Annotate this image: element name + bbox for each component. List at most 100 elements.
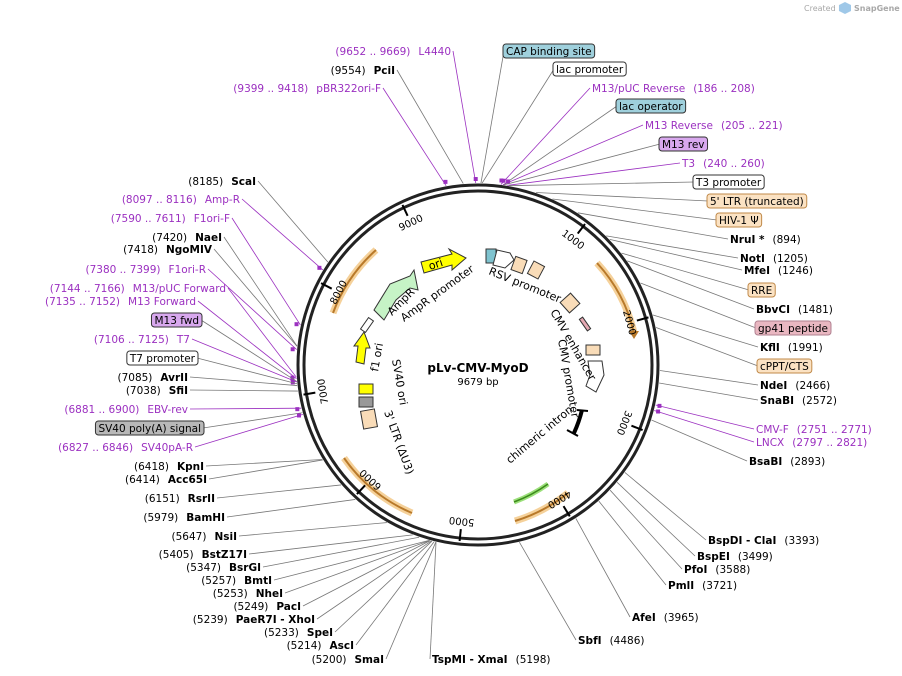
label-bsrgi[interactable]: BsrGI(5347) (186, 562, 261, 574)
label-m13-puc-reverse[interactable]: M13/pUC Reverse (186 .. 208) (592, 83, 755, 95)
label-name: SnaBI (760, 395, 794, 407)
leader-line (226, 499, 356, 518)
label-pcii[interactable]: PciI(9554) (331, 65, 395, 77)
label-sv40-poly-a-signal[interactable]: SV40 poly(A) signal (94, 420, 205, 436)
label-bstz17i[interactable]: BstZ17I(5405) (159, 549, 247, 561)
label-sfii[interactable]: SfiI(7038) (126, 385, 188, 397)
label-afei[interactable]: AfeI(3965) (632, 612, 699, 624)
tick-label-3000: 3000 (614, 409, 634, 437)
leader-line (507, 162, 681, 186)
label-smai[interactable]: SmaI(5200) (312, 654, 384, 666)
label-ebv-rev[interactable]: EBV-rev(6881 .. 6900) (64, 404, 188, 416)
label-bsabi[interactable]: BsaBI(2893) (749, 456, 825, 468)
label-f1ori-r[interactable]: F1ori-R(7380 .. 7399) (86, 264, 206, 276)
label-position: (1246) (778, 265, 813, 277)
label-m13-fwd[interactable]: M13 fwd (150, 312, 203, 328)
label-lac-promoter[interactable]: lac promoter (552, 61, 627, 77)
label-kpni[interactable]: KpnI(6418) (134, 461, 204, 473)
label-paci[interactable]: PacI(5249) (233, 601, 301, 613)
label-cap-binding-site[interactable]: CAP binding site (502, 43, 596, 59)
label-name: M13/pUC Reverse (592, 83, 685, 95)
cppt-feature[interactable] (585, 344, 601, 356)
label-nsii[interactable]: NsiI(5647) (172, 531, 237, 543)
label-position: (4486) (610, 635, 645, 647)
label-pfoi[interactable]: PfoI(3588) (684, 564, 750, 576)
label-amp-r[interactable]: Amp-R(8097 .. 8116) (122, 194, 240, 206)
label-rre[interactable]: RRE (747, 282, 776, 298)
label-naei[interactable]: NaeI(7420) (152, 232, 222, 244)
label-box (502, 43, 596, 59)
label-t7[interactable]: T7(7106 .. 7125) (94, 334, 190, 346)
label-name: CMV-F (756, 424, 789, 436)
label-rsrii[interactable]: RsrII(6151) (145, 493, 215, 505)
leader-line (196, 357, 298, 385)
rsv-promoter-feature[interactable] (485, 248, 546, 280)
label-sbfi[interactable]: SbfI(4486) (578, 635, 644, 647)
label-pbr322ori-f[interactable]: pBR322ori-F(9399 .. 9418) (233, 83, 381, 95)
gp41-feature[interactable] (578, 316, 592, 332)
label-noti[interactable]: NotI(1205) (740, 253, 808, 265)
label-t3-promoter[interactable]: T3 promoter (692, 174, 765, 190)
primer-marker (656, 409, 661, 414)
label-sv40pa-r[interactable]: SV40pA-R(6827 .. 6846) (58, 442, 193, 454)
label-position: (186 .. 208) (693, 83, 755, 95)
label-ndei[interactable]: NdeI(2466) (760, 380, 830, 392)
label-bspei[interactable]: BspEI(3499) (697, 551, 773, 563)
feature-3ltr-line (514, 492, 569, 522)
label-m13-forward[interactable]: M13 Forward(7135 .. 7152) (45, 296, 196, 308)
cmv-enhancer-feature[interactable] (585, 360, 605, 393)
label-bspdi-clai[interactable]: BspDI - ClaI(3393) (708, 535, 819, 547)
label-ngomiv[interactable]: NgoMIV(7418) (123, 244, 213, 256)
primer-marker (657, 403, 662, 408)
ampr-feature[interactable] (373, 268, 419, 321)
label-acc65i[interactable]: Acc65I(6414) (125, 474, 207, 486)
label-bmti[interactable]: BmtI(5257) (201, 575, 272, 587)
label-name: 5' LTR (truncated) (710, 196, 804, 208)
label-asci[interactable]: AscI(5214) (287, 640, 354, 652)
label-bbvci[interactable]: BbvCI(1481) (756, 304, 833, 316)
label-m13-puc-forward[interactable]: M13/pUC Forward(7144 .. 7166) (50, 283, 226, 295)
label-gp41-peptide[interactable]: gp41 peptide (754, 320, 832, 336)
ori-feature[interactable] (420, 247, 467, 274)
label-5-ltr-truncated-[interactable]: 5' LTR (truncated) (706, 193, 808, 209)
label-lac-operator[interactable]: lac operator (615, 98, 687, 114)
label-tspmi-xmai[interactable]: TspMI - XmaI(5198) (432, 654, 551, 666)
label-pmli[interactable]: PmlI(3721) (668, 580, 737, 592)
label-paer7i-xhoi[interactable]: PaeR7I - XhoI(5239) (193, 614, 315, 626)
primer-marker (499, 178, 504, 183)
label-kfli[interactable]: KflI(1991) (760, 342, 823, 354)
leader-line (503, 143, 661, 186)
label-name: SpeI (307, 627, 333, 639)
label-position: (5200) (312, 654, 347, 666)
label-l4440[interactable]: L4440(9652 .. 9669) (335, 46, 451, 58)
label-name: NotI (740, 253, 765, 265)
label-bamhi[interactable]: BamHI(5979) (143, 512, 225, 524)
label-mfei[interactable]: MfeI(1246) (744, 265, 813, 277)
label-snabi[interactable]: SnaBI(2572) (760, 395, 837, 407)
label-position: (6151) (145, 493, 180, 505)
label-t3[interactable]: T3(240 .. 260) (681, 158, 765, 170)
label-nhei[interactable]: NheI(5253) (213, 588, 283, 600)
label-cppt-cts[interactable]: cPPT/CTS (756, 358, 813, 374)
rre-feature[interactable] (559, 292, 581, 314)
3ltr-feature[interactable] (359, 408, 379, 430)
feature-5ltr-arrow[interactable] (596, 262, 635, 334)
label-name: BmtI (244, 575, 272, 587)
label-f1ori-f[interactable]: F1ori-F(7590 .. 7611) (111, 213, 230, 225)
label-m13-reverse[interactable]: M13 Reverse(205 .. 221) (645, 120, 783, 132)
label-avrii[interactable]: AvrII(7085) (117, 372, 188, 384)
label-cmv-f[interactable]: CMV-F(2751 .. 2771) (756, 424, 872, 436)
f1-ori-feature[interactable] (353, 330, 371, 365)
sv40-polya-feature[interactable] (358, 396, 374, 408)
label-spei[interactable]: SpeI(5233) (264, 627, 333, 639)
label-hiv-1-[interactable]: HIV-1 Ψ (715, 212, 763, 228)
label-scai[interactable]: ScaI(8185) (188, 176, 256, 188)
label-m13-rev[interactable]: M13 rev (658, 136, 709, 152)
label-lncx[interactable]: LNCX(2797 .. 2821) (756, 437, 867, 449)
label-nrui-[interactable]: NruI *(894) (730, 234, 801, 246)
label-name: cPPT/CTS (760, 361, 809, 373)
sv40-ori-small-feature[interactable] (358, 383, 374, 395)
ampr-promoter-feature[interactable] (359, 316, 375, 334)
label-t7-promoter[interactable]: T7 promoter (126, 350, 199, 366)
leader-line (207, 268, 297, 350)
